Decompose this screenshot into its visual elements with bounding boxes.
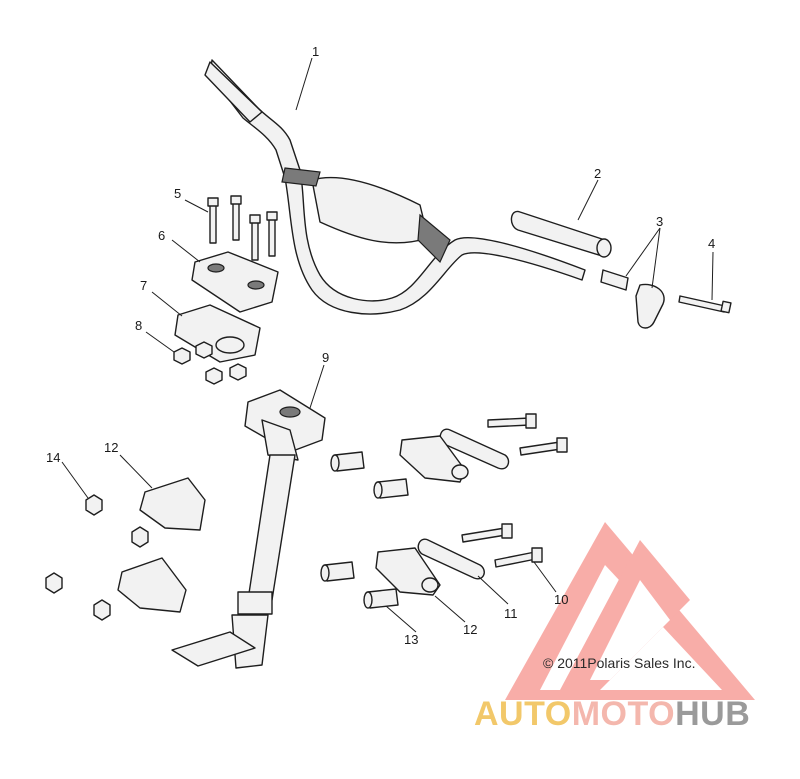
callout-5: 5 [174, 186, 181, 201]
watermark-triangle-logo [505, 522, 755, 700]
leader-lines [61, 57, 714, 633]
brand-hub: HUB [675, 695, 751, 733]
steering-column [171, 389, 326, 669]
bolts-mount [461, 413, 568, 568]
brand-moto: MOTO [571, 695, 676, 733]
watermark-brand: AUTOMOTOHUB [474, 695, 750, 734]
nuts-clamp [173, 341, 247, 385]
pivot-clamps [117, 435, 469, 613]
callout-11: 11 [504, 606, 518, 621]
grip [510, 210, 612, 258]
throttle-assembly [600, 269, 665, 329]
callout-3: 3 [656, 214, 663, 229]
copyright-text: © 2011Polaris Sales Inc. [543, 655, 696, 671]
callout-6: 6 [158, 228, 165, 243]
callout-2: 2 [594, 166, 601, 181]
clamp-bolts [207, 195, 278, 261]
upper-clamp [191, 251, 279, 313]
callout-10: 10 [554, 592, 568, 607]
handlebar [204, 59, 586, 315]
callout-7: 7 [140, 278, 147, 293]
callout-4: 4 [708, 236, 715, 251]
callout-12a: 12 [463, 622, 477, 637]
bolt-long [678, 295, 732, 314]
callout-14: 14 [46, 450, 60, 465]
bushings [320, 451, 409, 609]
link-plates [417, 428, 510, 580]
callout-13: 13 [404, 632, 418, 647]
callout-8: 8 [135, 318, 142, 333]
nuts-pivot [45, 494, 149, 621]
callout-9: 9 [322, 350, 329, 365]
callout-labels: 1 2 3 4 5 6 7 8 9 10 11 12 12 13 14 [46, 44, 715, 647]
brand-auto: AUTO [474, 695, 572, 733]
callout-12b: 12 [104, 440, 118, 455]
callout-1: 1 [312, 44, 319, 59]
